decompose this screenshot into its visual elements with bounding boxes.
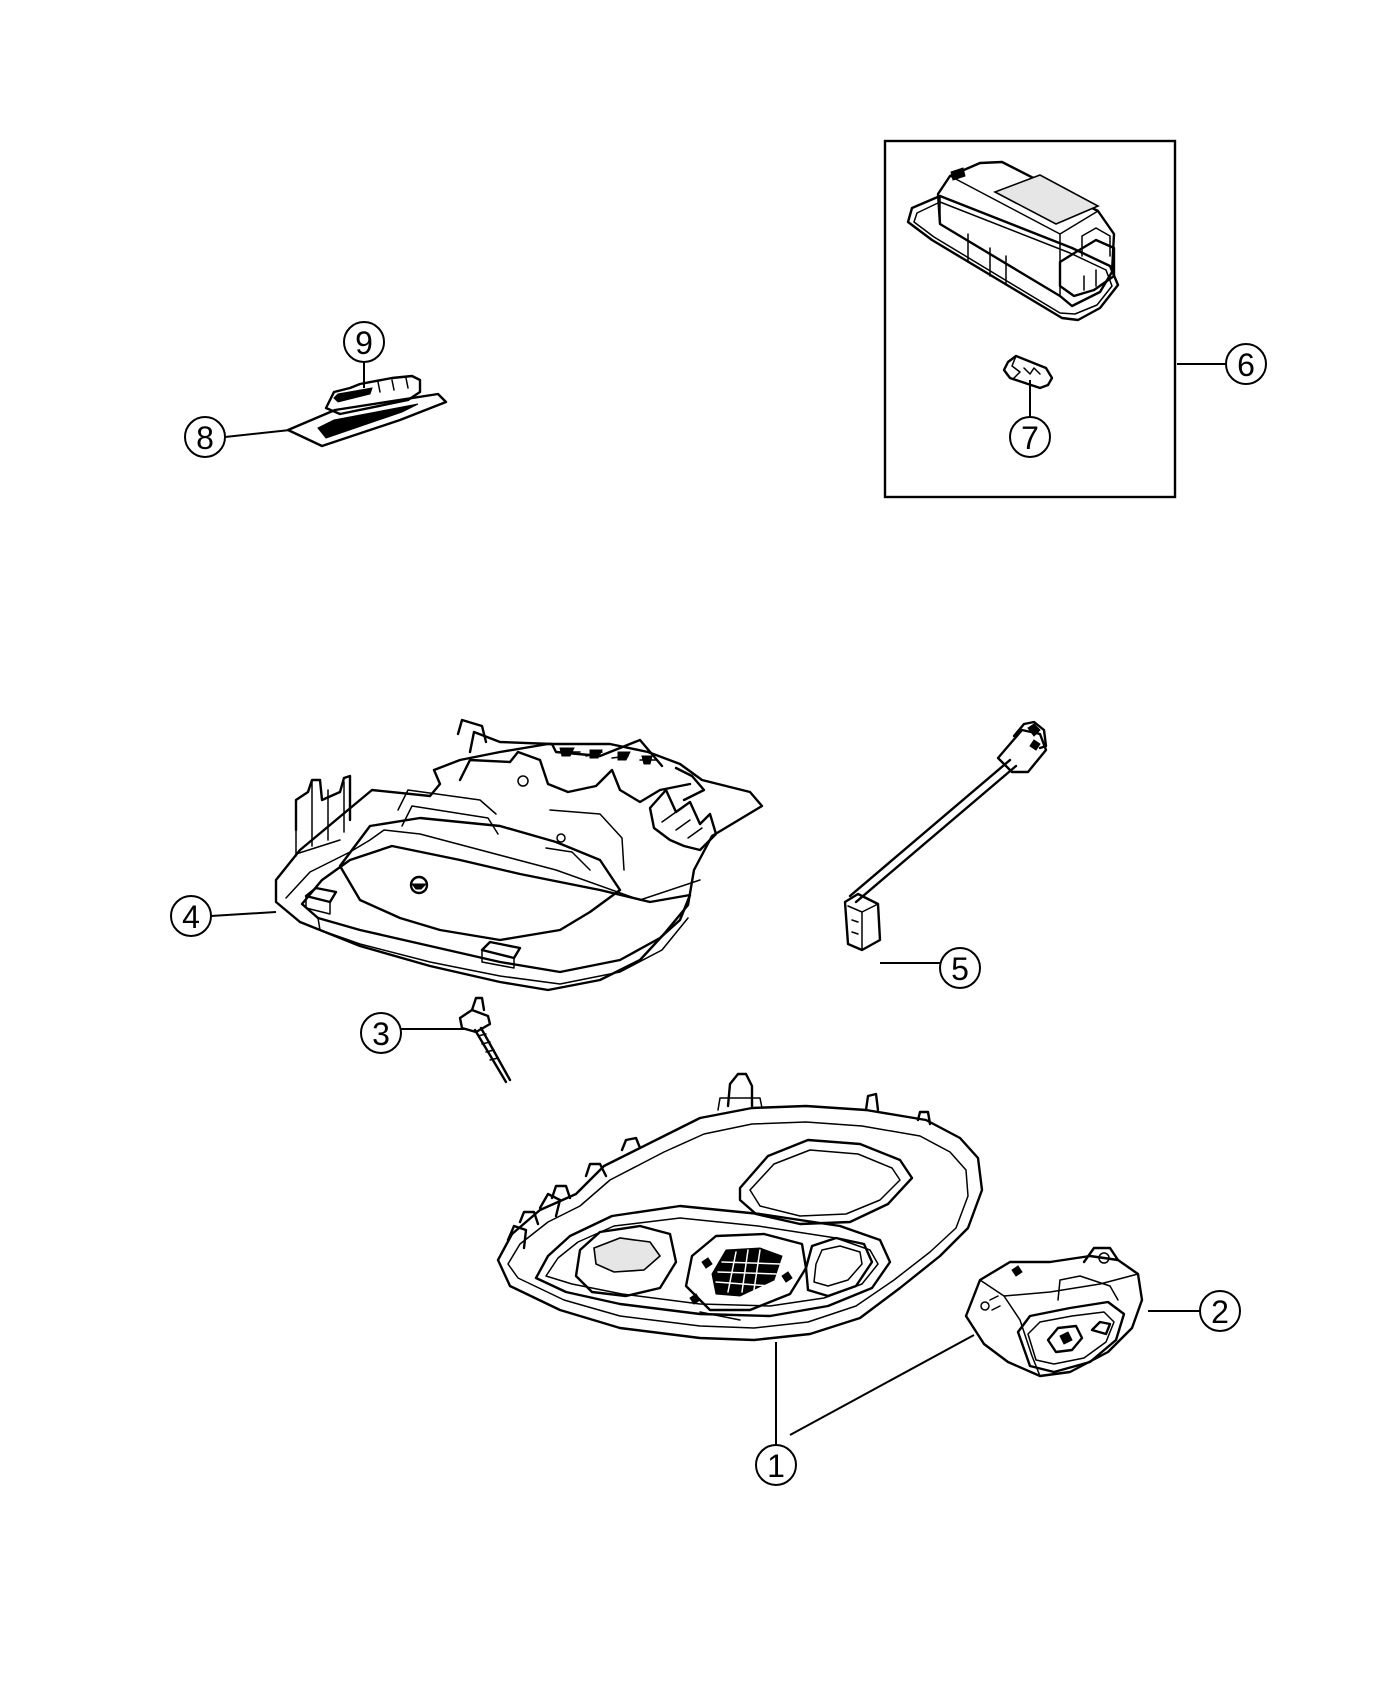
callout-7-label: 7	[1021, 420, 1039, 456]
part-6-group-frame	[883, 139, 1177, 499]
callout-7: 7	[1009, 416, 1051, 458]
leader-lines	[210, 362, 1226, 1445]
leader-8	[224, 429, 291, 438]
callout-2: 2	[1199, 1290, 1241, 1332]
callout-3-label: 3	[372, 1016, 390, 1052]
part-1-overhead-console	[496, 1072, 984, 1342]
callout-9: 9	[343, 321, 385, 363]
leader-1b	[789, 1334, 975, 1436]
callout-8-label: 8	[196, 420, 214, 456]
part-3-screw	[458, 996, 512, 1084]
part-8-lamp-bezel	[286, 392, 448, 448]
part-6-dome-lamp-assembly	[906, 160, 1120, 322]
callout-6-label: 6	[1237, 347, 1255, 383]
part-7-bulb	[1002, 354, 1054, 390]
callout-1: 1	[755, 1444, 797, 1486]
callout-1-label: 1	[767, 1448, 785, 1484]
leader-4	[210, 911, 277, 917]
part-4-console-bracket	[274, 718, 764, 992]
callout-5-label: 5	[951, 951, 969, 987]
callout-6: 6	[1225, 343, 1267, 385]
part-2-switch-module	[964, 1246, 1144, 1378]
callout-5: 5	[939, 947, 981, 989]
callout-4-label: 4	[182, 899, 200, 935]
part-9-lamp-housing	[324, 374, 422, 416]
part-5-wire-harness	[843, 720, 1048, 952]
callout-3: 3	[360, 1012, 402, 1054]
callout-4: 4	[170, 895, 212, 937]
callout-9-label: 9	[355, 325, 373, 361]
callout-8: 8	[184, 416, 226, 458]
callout-2-label: 2	[1211, 1294, 1229, 1330]
